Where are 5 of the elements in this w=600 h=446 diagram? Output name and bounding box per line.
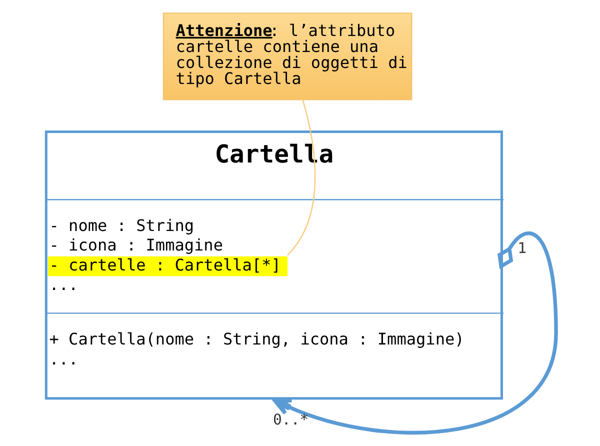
node-box: Attenzione: l’attributo cartelle contiene una collezione di oggetti di tipo Cartella xyxy=(162,12,412,100)
label: 1 xyxy=(517,240,526,257)
label: 0..* xyxy=(272,412,308,429)
connector xyxy=(286,100,316,256)
arrow xyxy=(272,232,558,434)
